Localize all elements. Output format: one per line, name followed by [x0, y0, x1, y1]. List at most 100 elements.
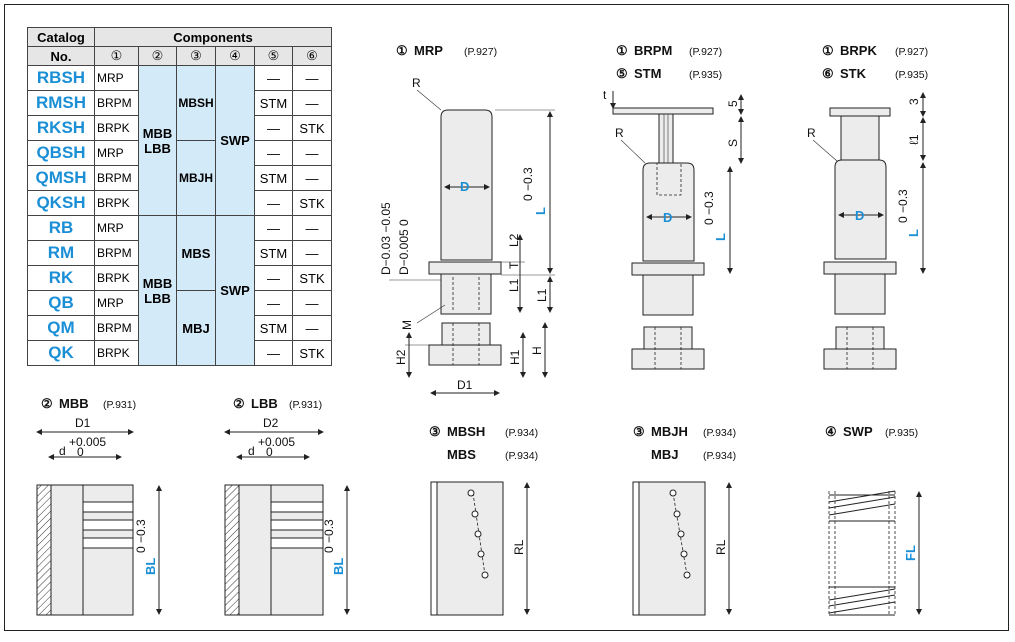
lbb-BL-tol: 0 −0.3	[322, 519, 336, 553]
brpm-label-L: L	[713, 233, 728, 241]
mbb-drawing: D1 d +0.005 0 BL 0 −0.3	[36, 416, 162, 616]
mbsh-name: MBSH	[447, 424, 485, 439]
component-4-group2: SWP	[215, 215, 255, 366]
component-6: —	[292, 240, 332, 266]
mbsh-num: ③	[429, 424, 441, 439]
stm-name: STM	[634, 66, 661, 81]
brpm-title: ① BRPM (P.927) ⑤ STM (P.935)	[616, 43, 722, 81]
mbb-label-D1: D1	[75, 416, 91, 430]
lbb-name: LBB	[251, 396, 278, 411]
brpm-label-R: R	[615, 126, 624, 140]
component-1: BRPM	[94, 315, 139, 341]
catalog-no: QK	[27, 340, 95, 366]
swp-name: SWP	[843, 424, 873, 439]
mrp-label-D-tol1: D−0.03 −0.05	[379, 202, 393, 275]
brpk-title: ① BRPK (P.927) ⑥ STK (P.935)	[822, 43, 928, 81]
lbb-d-tol: +0.005	[258, 435, 295, 449]
component-1: MRP	[94, 140, 139, 166]
col-num-3: ③	[176, 46, 216, 66]
mbb-title: ② MBB (P.931)	[41, 396, 136, 411]
component-2-group2: MBB LBB	[138, 215, 177, 366]
component-1: BRPM	[94, 240, 139, 266]
mbjh-name: MBJH	[651, 424, 688, 439]
component-2-label: MBB LBB	[142, 275, 173, 306]
component-3-group2b: MBJ	[176, 290, 216, 366]
catalog-no: QKSH	[27, 190, 95, 216]
lbb-title: ② LBB (P.931)	[233, 396, 322, 411]
catalog-no: RBSH	[27, 65, 95, 91]
brpk-drawing: D L 0 −0.3 R 3 ℓ1	[807, 92, 926, 370]
mrp-label-L1b: L1	[535, 288, 549, 302]
component-2-label: MBB LBB	[142, 125, 173, 156]
mrp-label-T: T	[507, 261, 521, 269]
catalog-no: QBSH	[27, 140, 95, 166]
component-1: BRPK	[94, 340, 139, 366]
brpk-L-tol: 0 −0.3	[896, 189, 910, 223]
catalog-sheet: Catalog Components No. ① ② ③ ④ ⑤ ⑥ RBSH …	[4, 4, 1009, 631]
catalog-no: QMSH	[27, 165, 95, 191]
lbb-d-tol0: 0	[266, 445, 273, 459]
mbsh-label-RL: RL	[512, 539, 526, 555]
swp-page: (P.935)	[885, 427, 918, 439]
component-3-group1a: MBSH	[176, 65, 216, 141]
mbjh-title: ③ MBJH (P.934) MBJ (P.934)	[633, 424, 736, 462]
mbsh-title: ③ MBSH (P.934) MBS (P.934)	[429, 424, 538, 462]
header-no: No.	[27, 46, 95, 66]
brpk-label-R: R	[807, 126, 816, 140]
mrp-drawing: D L 0 −0.3 R L2 T L1 L1 D−0.03 −0.05 D−0…	[379, 76, 555, 396]
stk-name: STK	[840, 66, 867, 81]
mrp-title: ① MRP (P.927)	[396, 43, 497, 58]
stk-page: (P.935)	[895, 69, 928, 81]
mbjh-label-RL: RL	[714, 539, 728, 555]
mrp-name: MRP	[414, 43, 443, 58]
component-6: —	[292, 90, 332, 116]
swp-num: ④	[825, 424, 837, 439]
swp-title: ④ SWP (P.935)	[825, 424, 918, 439]
component-6: —	[292, 65, 332, 91]
brpm-label-S: S	[726, 139, 740, 147]
col-num-6: ⑥	[292, 46, 332, 66]
brpk-num: ①	[822, 43, 834, 58]
col-num-5: ⑤	[254, 46, 293, 66]
mrp-L-tol: 0 −0.3	[521, 167, 535, 201]
brpk-label-L: L	[906, 229, 921, 237]
component-1: MRP	[94, 215, 139, 241]
brpm-label-D: D	[663, 210, 672, 225]
component-6: STK	[292, 190, 332, 216]
component-6: STK	[292, 115, 332, 141]
lbb-label-D2: D2	[263, 416, 279, 430]
component-3-group1b: MBJH	[176, 140, 216, 216]
mrp-label-L2: L2	[507, 233, 521, 247]
component-6: STK	[292, 265, 332, 291]
mbb-page: (P.931)	[103, 399, 136, 411]
mrp-label-L1a: L1	[507, 278, 521, 292]
component-1: BRPK	[94, 265, 139, 291]
lbb-drawing: D2 d +0.005 0 BL 0 −0.3	[224, 416, 350, 616]
component-5: —	[254, 340, 293, 366]
brpk-label-l1: ℓ1	[907, 134, 921, 145]
stm-page: (P.935)	[689, 69, 722, 81]
brpk-name: BRPK	[840, 43, 877, 58]
stk-num: ⑥	[822, 66, 834, 81]
catalog-no: RKSH	[27, 115, 95, 141]
component-5: —	[254, 190, 293, 216]
technical-drawings: ① MRP (P.927) D L 0 −0.3 R L2	[36, 43, 928, 616]
mbjh-page: (P.934)	[703, 427, 736, 439]
component-1: MRP	[94, 290, 139, 316]
brpk-page: (P.927)	[895, 46, 928, 58]
mbs-page: (P.934)	[505, 450, 538, 462]
brpk-label-3: 3	[907, 98, 921, 105]
mrp-label-H: H	[530, 346, 544, 355]
component-1: MRP	[94, 65, 139, 91]
mbsh-page: (P.934)	[505, 427, 538, 439]
catalog-components-table: Catalog Components No. ① ② ③ ④ ⑤ ⑥ RBSH …	[27, 27, 332, 366]
component-5: STM	[254, 90, 293, 116]
component-6: —	[292, 215, 332, 241]
component-5: —	[254, 140, 293, 166]
mrp-label-D-tol2: D−0.005 0	[397, 219, 411, 275]
brpm-label-5: 5	[726, 100, 740, 107]
lbb-label-BL: BL	[331, 558, 346, 575]
mrp-page: (P.927)	[464, 46, 497, 58]
mbsh-drawing: RL	[430, 481, 530, 616]
mrp-label-D: D	[460, 179, 469, 194]
